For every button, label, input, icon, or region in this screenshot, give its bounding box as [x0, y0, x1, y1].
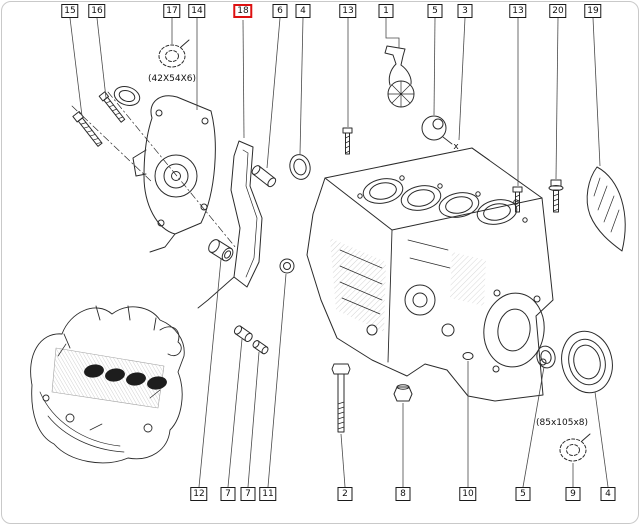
callout-box[interactable]: 6: [272, 4, 288, 18]
assembly-axis-lines: [71, 91, 237, 249]
bolt-13-left-art: [342, 127, 353, 155]
callout-box[interactable]: 4: [295, 4, 311, 18]
callout-box[interactable]: 8: [395, 487, 411, 501]
callout-box[interactable]: 5: [515, 487, 531, 501]
breather-part-art: [384, 45, 415, 108]
cup-plug-top-art: [421, 115, 453, 145]
leader-line: [433, 17, 436, 116]
leader-line: [385, 18, 400, 48]
leader-line: [227, 338, 243, 488]
leader-line: [267, 273, 287, 488]
engine-block-art: [306, 147, 554, 402]
leader-line: [340, 433, 346, 488]
leader-line: [242, 19, 245, 139]
leader-line: [592, 17, 601, 167]
dimension-label: (85x105x8): [535, 418, 589, 428]
callout-box[interactable]: 13: [509, 4, 527, 18]
leader-line: [555, 17, 559, 180]
drain-plug-art: [393, 384, 413, 402]
callout-box[interactable]: 15: [61, 4, 79, 18]
leader-line: [247, 351, 260, 488]
cup-plug-bottom-art: [536, 345, 556, 369]
bolt-20-art: [548, 179, 564, 213]
callout-box[interactable]: 17: [163, 4, 181, 18]
cap-art: [279, 258, 295, 274]
engine-line-art: [30, 39, 626, 464]
leader-line: [522, 366, 545, 488]
callout-box[interactable]: 9: [565, 487, 581, 501]
oil-seal-ring-art: [113, 86, 141, 106]
callout-box[interactable]: 10: [459, 487, 477, 501]
gasket-art: [197, 140, 263, 309]
callout-box[interactable]: 16: [88, 4, 106, 18]
callout-box[interactable]: 19: [584, 4, 602, 18]
callout-box[interactable]: 13: [339, 4, 357, 18]
rear-seal-art: [561, 330, 613, 394]
callout-box[interactable]: 11: [259, 487, 277, 501]
callout-box[interactable]: 5: [427, 4, 443, 18]
bushing-art: [208, 239, 234, 262]
side-cover-art: [586, 166, 626, 252]
callout-box[interactable]: 1: [378, 4, 394, 18]
callout-box[interactable]: 12: [190, 487, 208, 501]
leader-line: [198, 258, 222, 488]
front-cover-art: [132, 95, 216, 253]
callout-box[interactable]: 20: [549, 4, 567, 18]
dowel-1-art: [233, 325, 253, 343]
callout-box-selected[interactable]: 18: [233, 4, 253, 18]
seal-sketch-85x105x8: [559, 433, 591, 462]
leader-lines-layer: [69, 17, 609, 488]
leader-line: [96, 17, 107, 99]
callout-box[interactable]: 2: [337, 487, 353, 501]
long-bolt-art: [331, 363, 351, 433]
leader-line: [299, 17, 304, 155]
callout-box[interactable]: 4: [600, 487, 616, 501]
callout-box[interactable]: 7: [240, 487, 256, 501]
dimension-label: (42X54X6): [148, 74, 196, 84]
dimension-label: x: [453, 142, 459, 152]
assembled-engine-art: [30, 305, 185, 464]
leader-line: [458, 17, 466, 141]
leader-line: [69, 17, 83, 117]
callout-box[interactable]: 14: [188, 4, 206, 18]
callout-box[interactable]: 3: [457, 4, 473, 18]
stud-art: [251, 165, 277, 188]
seal-sketch-42x54x6: [158, 39, 190, 68]
bolt-15-art: [72, 111, 103, 147]
callout-box[interactable]: 7: [220, 487, 236, 501]
bolt-16-art: [98, 91, 126, 123]
dowel-2-art: [252, 340, 269, 355]
leader-line: [594, 391, 609, 488]
leader-line: [266, 17, 281, 169]
seal-4-art: [289, 154, 311, 180]
bearing-detail-art: [462, 352, 474, 360]
